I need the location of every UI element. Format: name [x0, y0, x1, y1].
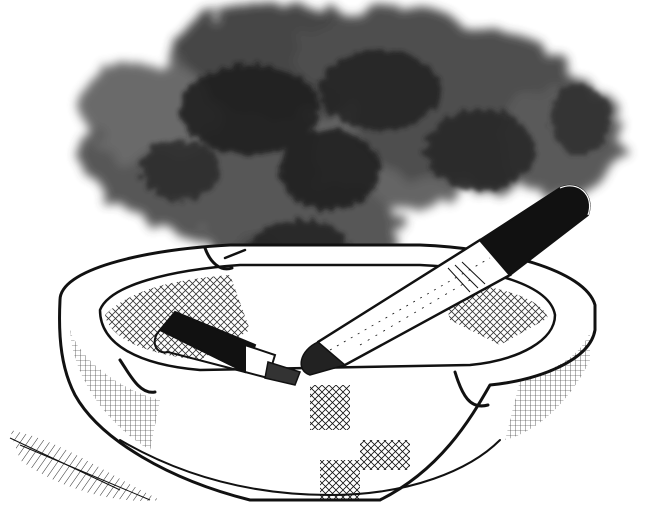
cigarette-long [300, 185, 591, 376]
cigarette-short [153, 310, 301, 386]
ground-shadow [9, 430, 160, 501]
ashtray [58, 243, 597, 502]
